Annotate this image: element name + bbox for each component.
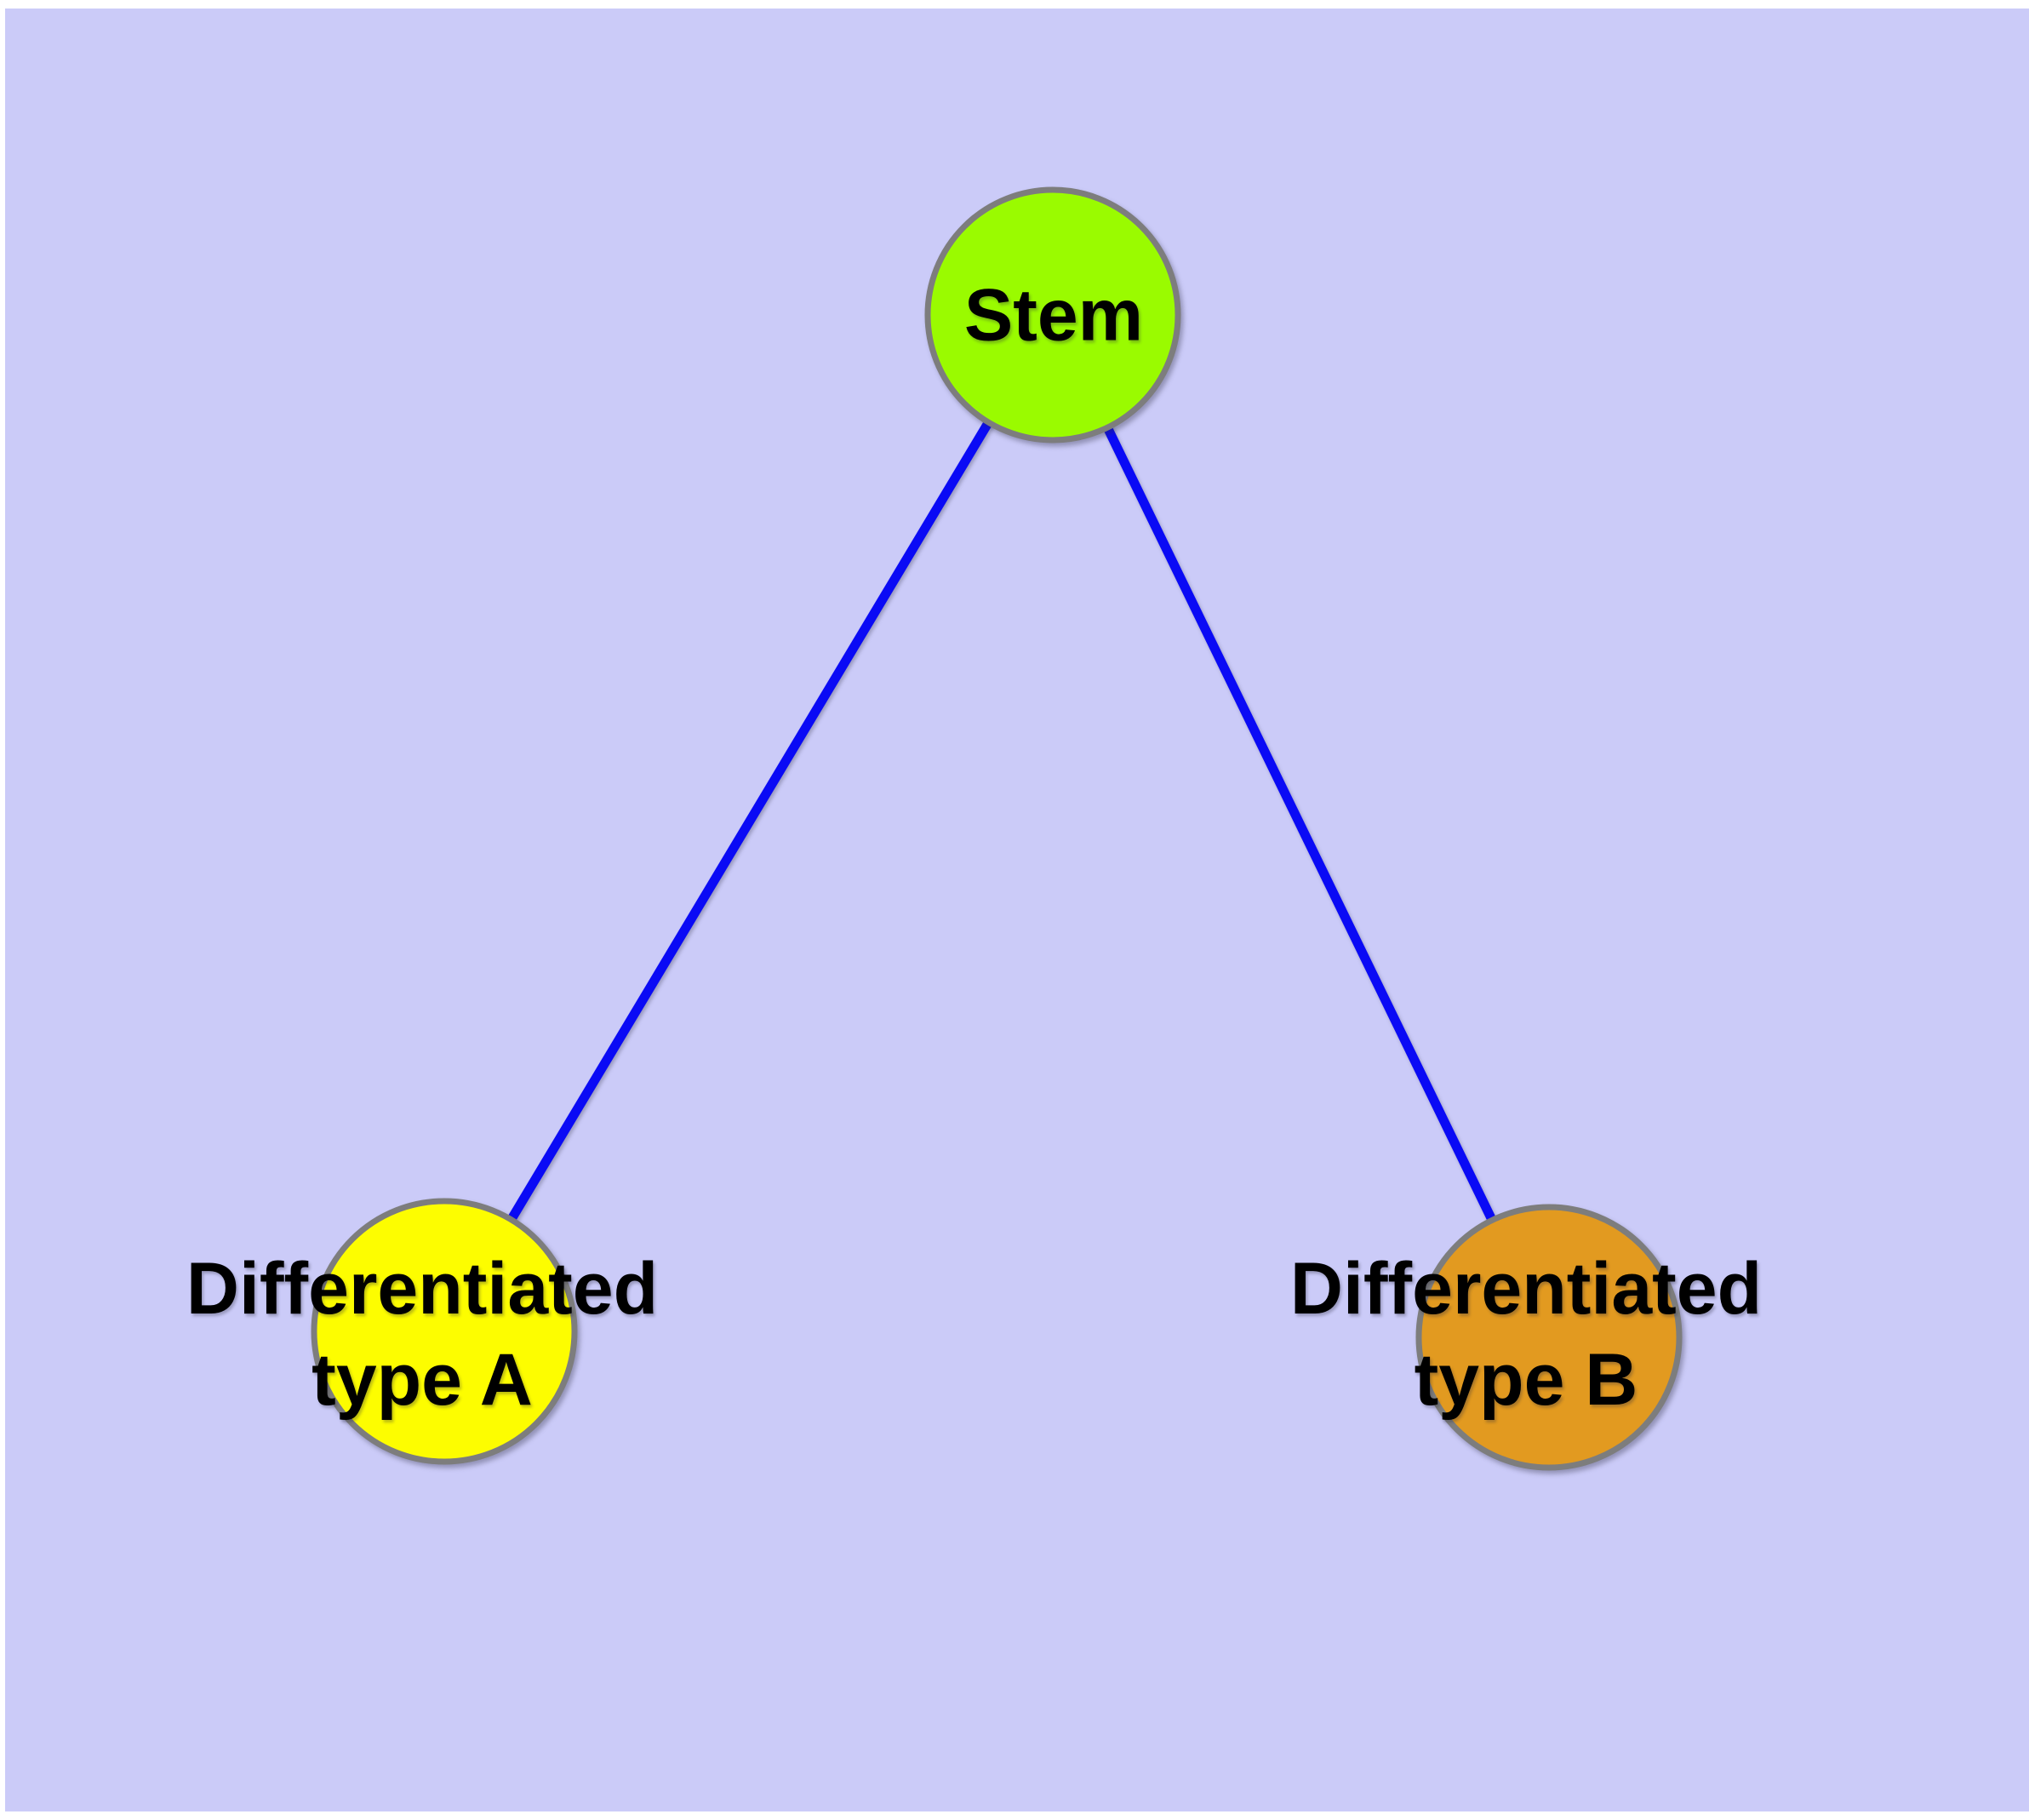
- node-differentiated-type-b-circle: [1415, 1204, 1683, 1471]
- edge-stem-to-type-a: [440, 312, 1057, 1334]
- node-stem-circle: [924, 186, 1181, 444]
- node-differentiated-type-a-circle: [311, 1198, 578, 1465]
- edge-stem-to-type-b: [1049, 312, 1553, 1340]
